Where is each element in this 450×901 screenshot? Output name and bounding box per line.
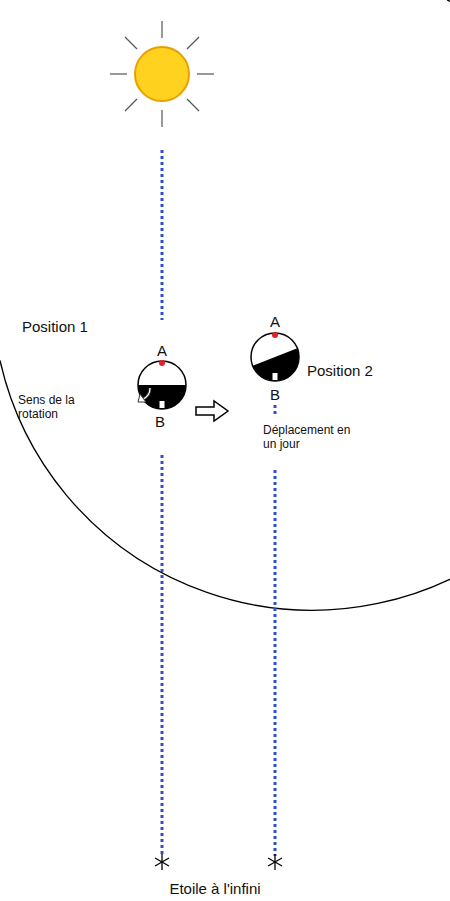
star-symbol: [268, 854, 282, 870]
rotation-arrow: [138, 388, 150, 402]
point-label: B: [270, 386, 280, 404]
earth-symbol: [251, 332, 306, 388]
point-label: B: [155, 413, 165, 431]
displacement-arrow: [196, 401, 228, 421]
point-label: A: [270, 313, 280, 331]
sun-symbol: [110, 21, 214, 127]
earth-symbol: [138, 360, 186, 409]
star-symbol: [155, 854, 169, 870]
displacement-note: Déplacement en un jour: [263, 423, 358, 452]
rotation-note: Sens de la rotation: [18, 393, 96, 422]
sight-line: [162, 150, 275, 856]
position-label: Position 1: [22, 318, 88, 336]
position-label: Position 2: [307, 362, 373, 380]
star-caption: Etoile à l'infini: [169, 880, 260, 898]
orbit-arc: [0, 0, 450, 610]
point-label: A: [157, 342, 167, 360]
